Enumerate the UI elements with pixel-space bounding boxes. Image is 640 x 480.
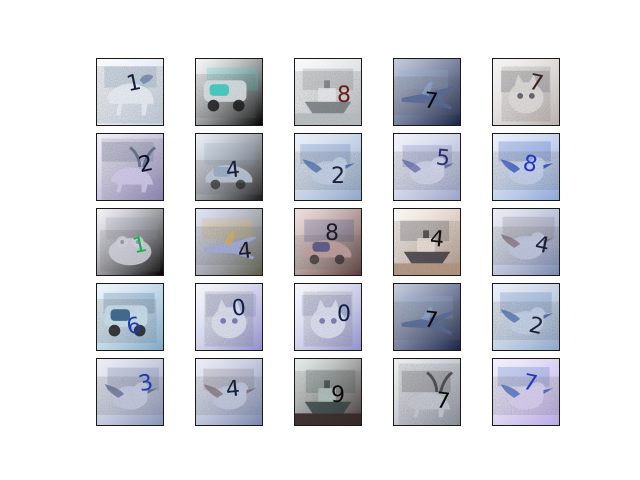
tile-image bbox=[394, 209, 460, 275]
image-tile-r2-c4: 5 bbox=[393, 133, 461, 201]
image-tile-r2-c5: 8 bbox=[492, 133, 560, 201]
image-tile-r3-c3: 8 bbox=[294, 208, 362, 276]
tile-image bbox=[493, 209, 559, 275]
tile-image bbox=[295, 134, 361, 200]
tile-image bbox=[493, 359, 559, 425]
handwritten-digit: 2 bbox=[331, 164, 345, 189]
handwritten-digit: 8 bbox=[337, 83, 351, 108]
image-tile-r5-c5: 7 bbox=[492, 358, 560, 426]
image-tile-r1-c5: 7 bbox=[492, 58, 560, 126]
image-tile-r3-c2: 4 bbox=[195, 208, 263, 276]
tile-image bbox=[97, 59, 163, 125]
handwritten-digit: 4 bbox=[224, 157, 242, 184]
tile-image bbox=[295, 359, 361, 425]
tile-image bbox=[196, 284, 262, 350]
image-tile-r1-c1: 1 bbox=[96, 58, 164, 126]
image-tile-r2-c2: 4 bbox=[195, 133, 263, 201]
tile-image bbox=[394, 134, 460, 200]
tile-image bbox=[295, 59, 361, 125]
handwritten-digit: 4 bbox=[236, 238, 254, 265]
tile-image bbox=[493, 59, 559, 125]
handwritten-digit: 9 bbox=[331, 383, 345, 408]
tile-image bbox=[97, 359, 163, 425]
tile-image bbox=[97, 284, 163, 350]
tile-image bbox=[394, 284, 460, 350]
tile-image bbox=[196, 359, 262, 425]
image-tile-r3-c4: 4 bbox=[393, 208, 461, 276]
tile-image bbox=[295, 209, 361, 275]
handwritten-digit: 0 bbox=[337, 302, 351, 327]
tile-image bbox=[196, 134, 262, 200]
handwritten-digit: 8 bbox=[325, 221, 339, 246]
tile-image bbox=[97, 134, 163, 200]
handwritten-digit: 5 bbox=[434, 145, 452, 172]
image-tile-r5-c4: 7 bbox=[393, 358, 461, 426]
tile-image bbox=[394, 59, 460, 125]
handwritten-digit: 4 bbox=[428, 226, 446, 253]
tile-image bbox=[493, 134, 559, 200]
handwritten-digit: 4 bbox=[224, 376, 242, 403]
image-tile-r5-c2: 4 bbox=[195, 358, 263, 426]
image-tile-r4-c5: 2 bbox=[492, 283, 560, 351]
tile-image bbox=[493, 284, 559, 350]
handwritten-digit: 0 bbox=[230, 295, 248, 322]
tile-image bbox=[97, 209, 163, 275]
image-tile-r5-c1: 3 bbox=[96, 358, 164, 426]
tile-image bbox=[196, 59, 262, 125]
handwritten-digit: 7 bbox=[422, 88, 440, 115]
tile-image bbox=[394, 359, 460, 425]
image-tile-r3-c1: 1 bbox=[96, 208, 164, 276]
tile-image bbox=[295, 284, 361, 350]
image-tile-r2-c3: 2 bbox=[294, 133, 362, 201]
image-tile-r3-c5: 4 bbox=[492, 208, 560, 276]
handwritten-digit: 7 bbox=[422, 307, 440, 334]
image-tile-r4-c3: 0 bbox=[294, 283, 362, 351]
handwritten-digit: 7 bbox=[434, 388, 452, 415]
image-tile-r4-c4: 7 bbox=[393, 283, 461, 351]
image-tile-r5-c3: 9 bbox=[294, 358, 362, 426]
image-tile-r4-c1: 6 bbox=[96, 283, 164, 351]
image-tile-r1-c2 bbox=[195, 58, 263, 126]
image-tile-r1-c4: 7 bbox=[393, 58, 461, 126]
image-tile-r1-c3: 8 bbox=[294, 58, 362, 126]
image-tile-r4-c2: 0 bbox=[195, 283, 263, 351]
tile-image bbox=[196, 209, 262, 275]
image-tile-r2-c1: 2 bbox=[96, 133, 164, 201]
